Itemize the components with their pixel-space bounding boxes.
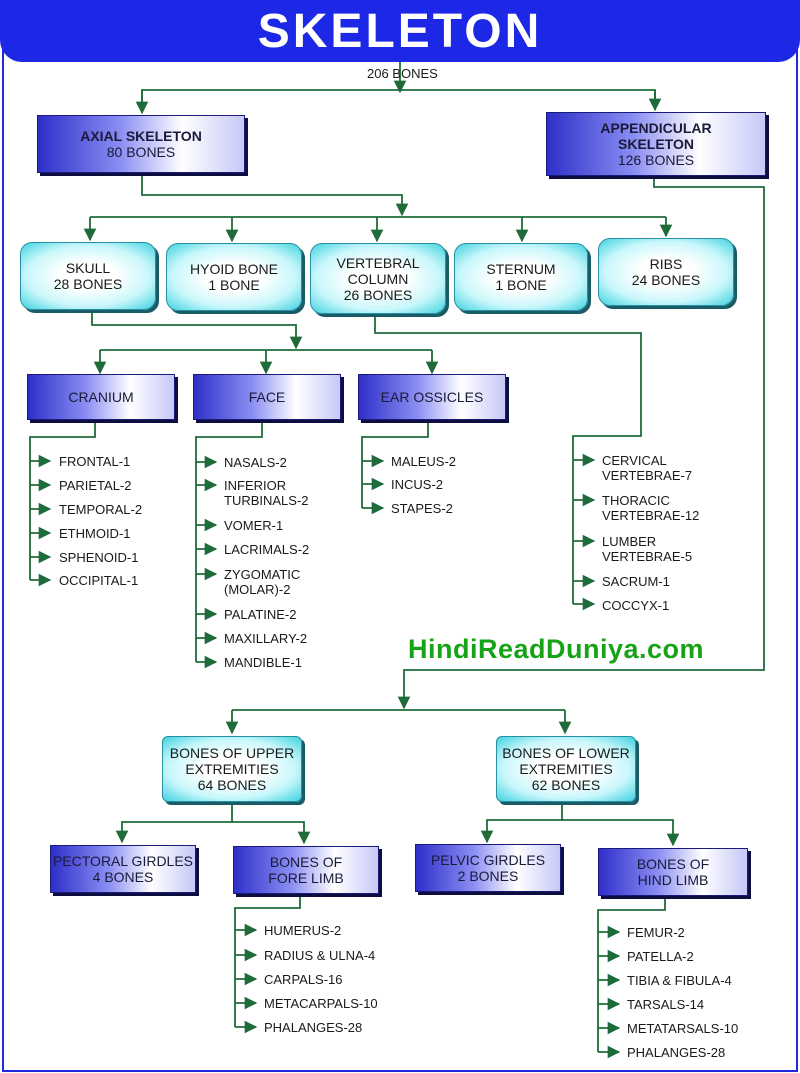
appendicular-branch bbox=[397, 175, 765, 710]
sternum-count: 1 BONE bbox=[495, 277, 547, 293]
pelvic-count: 2 BONES bbox=[457, 868, 519, 884]
axial-branch bbox=[141, 175, 409, 217]
forelimb-title-1: BONES OF bbox=[269, 854, 343, 870]
list-item: FEMUR-2 bbox=[627, 925, 685, 940]
vertebral-column-box: VERTEBRAL COLUMN 26 BONES bbox=[310, 243, 446, 314]
appendicular-count: 126 BONES bbox=[617, 152, 695, 168]
list-item: MAXILLARY-2 bbox=[224, 631, 308, 646]
lower-extremities-box: BONES OF LOWER EXTREMITIES 62 BONES bbox=[496, 736, 636, 802]
face-title: FACE bbox=[248, 389, 286, 405]
list-item: STAPES-2 bbox=[391, 501, 453, 516]
appendicular-title-2: SKELETON bbox=[618, 136, 694, 152]
list-item: TARSALS-14 bbox=[627, 997, 705, 1012]
hindlimb-title-2: HIND LIMB bbox=[637, 872, 709, 888]
list-item: LACRIMALS-2 bbox=[224, 542, 310, 557]
appendicular-skeleton-box: APPENDICULAR SKELETON 126 BONES bbox=[546, 112, 766, 176]
skull-count: 28 BONES bbox=[53, 276, 123, 292]
list-item: SPHENOID-1 bbox=[59, 550, 139, 565]
hyoid-title: HYOID BONE bbox=[190, 261, 278, 277]
lower-count: 62 BONES bbox=[531, 777, 601, 793]
list-item: TEMPORAL-2 bbox=[59, 502, 143, 517]
axial-title: AXIAL SKELETON bbox=[80, 128, 202, 144]
upper-extremities-box: BONES OF UPPER EXTREMITIES 64 BONES bbox=[162, 736, 302, 802]
list-item: ETHMOID-1 bbox=[59, 526, 131, 541]
ribs-count: 24 BONES bbox=[631, 272, 701, 288]
list-item: RADIUS & ULNA-4 bbox=[264, 948, 376, 963]
lower-title-2: EXTREMITIES bbox=[519, 761, 613, 777]
hind-limb-box: BONES OF HIND LIMB bbox=[598, 848, 748, 896]
list-item: METATARSALS-10 bbox=[627, 1021, 739, 1036]
pectoral-girdles-box: PECTORAL GIRDLES 4 BONES bbox=[50, 845, 196, 893]
skull-title: SKULL bbox=[65, 260, 111, 276]
list-item: NASALS-2 bbox=[224, 455, 287, 470]
ear-branch bbox=[361, 421, 429, 508]
list-item: PHALANGES-28 bbox=[264, 1020, 363, 1035]
list-item: HUMERUS-2 bbox=[264, 923, 342, 938]
vertebral-title-1: VERTEBRAL bbox=[336, 254, 420, 271]
axial-skeleton-box: AXIAL SKELETON 80 BONES bbox=[37, 115, 245, 173]
vertebral-count: 26 BONES bbox=[343, 286, 413, 303]
pelvic-title: PELVIC GIRDLES bbox=[430, 852, 546, 868]
pectoral-arrow bbox=[115, 802, 233, 844]
ribs-title: RIBS bbox=[649, 256, 683, 272]
list-item: METACARPALS-10 bbox=[264, 996, 378, 1011]
hindlimb-branch bbox=[597, 896, 666, 1052]
upper-title-2: EXTREMITIES bbox=[185, 761, 279, 777]
forelimb-branch bbox=[234, 894, 301, 1027]
watermark-text: HindiReadDuniya.com bbox=[408, 634, 705, 664]
list-item: COCCYX-1 bbox=[602, 598, 670, 613]
ear-title: EAR OSSICLES bbox=[380, 389, 484, 405]
ear-ossicles-box: EAR OSSICLES bbox=[358, 374, 506, 420]
list-item: MALEUS-2 bbox=[391, 454, 457, 469]
cranium-box: CRANIUM bbox=[27, 374, 175, 420]
list-item: VOMER-1 bbox=[224, 518, 284, 533]
list-item: ZYGOMATIC(MOLAR)-2 bbox=[224, 567, 301, 597]
list-item: CARPALS-16 bbox=[264, 972, 343, 987]
face-box: FACE bbox=[193, 374, 341, 420]
upper-count: 64 BONES bbox=[197, 777, 267, 793]
upper-title-1: BONES OF UPPER bbox=[169, 745, 295, 761]
title-banner: SKELETON bbox=[0, 0, 800, 62]
root-branch bbox=[141, 89, 656, 112]
appendicular-title-1: APPENDICULAR bbox=[600, 120, 712, 136]
ribs-box: RIBS 24 BONES bbox=[598, 238, 734, 306]
list-item: PATELLA-2 bbox=[627, 949, 694, 964]
axial-count: 80 BONES bbox=[106, 144, 176, 160]
vertebral-branch bbox=[374, 314, 642, 604]
hyoid-count: 1 BONE bbox=[208, 277, 260, 293]
vertebral-title-2: COLUMN bbox=[347, 270, 409, 287]
fore-limb-box: BONES OF FORE LIMB bbox=[233, 846, 379, 894]
skull-box: SKULL 28 BONES bbox=[20, 242, 156, 310]
list-item: PARIETAL-2 bbox=[59, 478, 132, 493]
sternum-box: STERNUM 1 BONE bbox=[454, 243, 588, 311]
skull-branch bbox=[91, 310, 303, 350]
list-item: FRONTAL-1 bbox=[59, 454, 131, 469]
list-item: MANDIBLE-1 bbox=[224, 655, 303, 670]
list-item: INCUS-2 bbox=[391, 477, 444, 492]
pelvic-girdles-box: PELVIC GIRDLES 2 BONES bbox=[415, 844, 561, 892]
pectoral-count: 4 BONES bbox=[92, 869, 154, 885]
list-item: PALATINE-2 bbox=[224, 607, 297, 622]
forelimb-title-2: FORE LIMB bbox=[268, 870, 344, 886]
cranium-title: CRANIUM bbox=[68, 389, 134, 405]
list-item: TIBIA & FIBULA-4 bbox=[627, 973, 732, 988]
list-item: OCCIPITAL-1 bbox=[59, 573, 139, 588]
forelimb-arrow bbox=[232, 821, 311, 845]
page-title: SKELETON bbox=[257, 4, 543, 58]
total-bones-label: 206 BONES bbox=[367, 66, 438, 81]
sternum-title: STERNUM bbox=[486, 261, 556, 277]
lower-title-1: BONES OF LOWER bbox=[502, 745, 630, 761]
hindlimb-arrow bbox=[562, 819, 680, 847]
pectoral-title: PECTORAL GIRDLES bbox=[52, 853, 194, 869]
list-item: PHALANGES-28 bbox=[627, 1045, 726, 1060]
pelvic-arrow bbox=[480, 802, 563, 844]
hyoid-box: HYOID BONE 1 BONE bbox=[166, 243, 302, 311]
list-item: SACRUM-1 bbox=[602, 574, 670, 589]
hindlimb-title-1: BONES OF bbox=[636, 856, 710, 872]
